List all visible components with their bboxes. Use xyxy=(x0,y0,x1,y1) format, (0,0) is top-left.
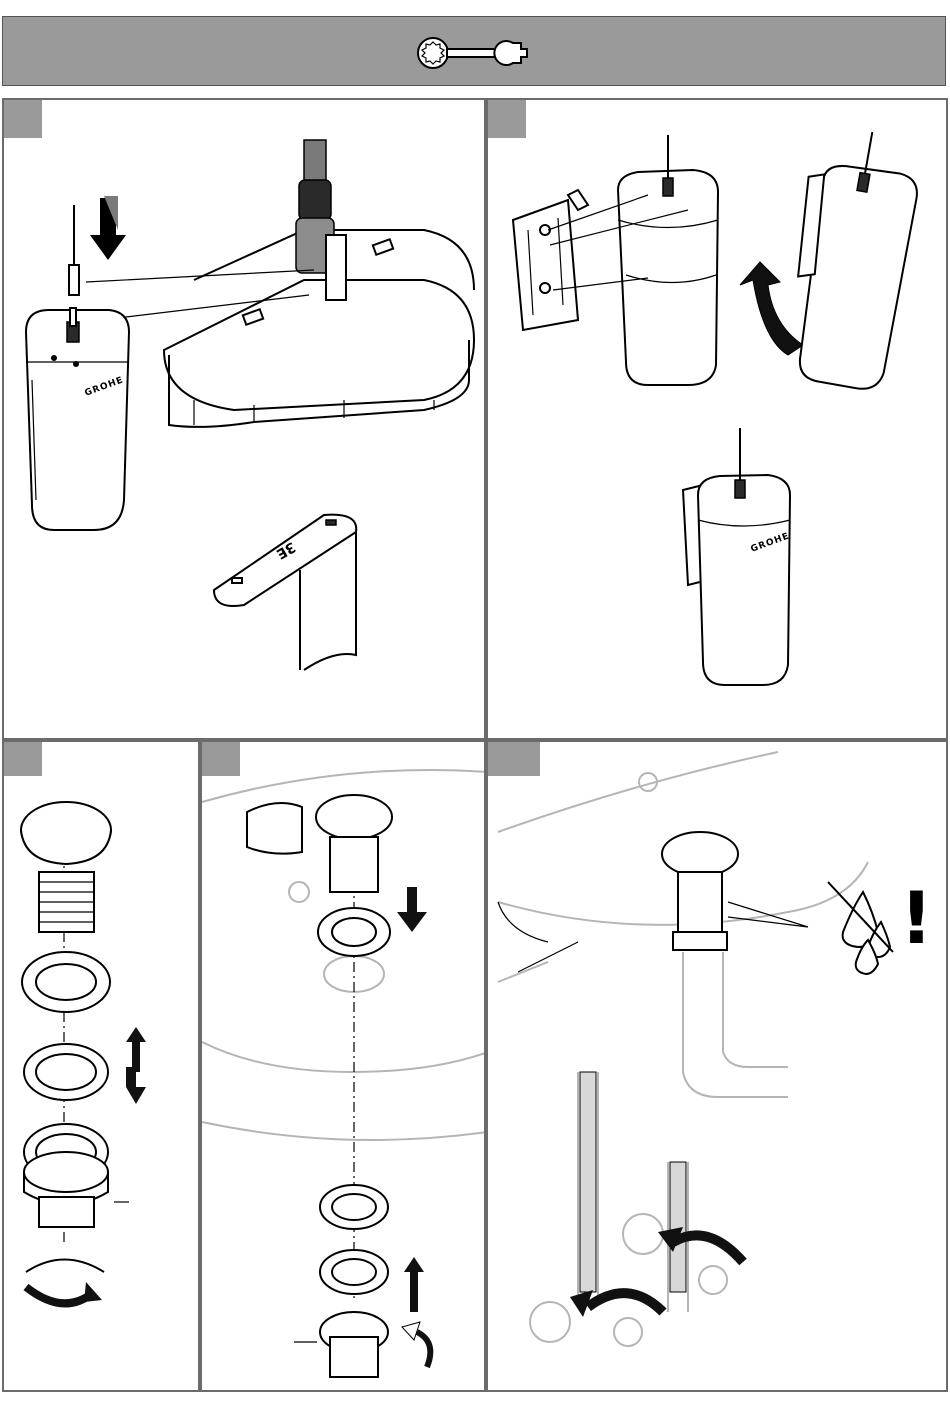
control-box xyxy=(26,310,129,530)
rotate-arrow-icon xyxy=(740,262,803,355)
up-arrow-icon xyxy=(126,1027,146,1072)
basin-outline xyxy=(164,280,474,410)
up-arrow-icon xyxy=(404,1257,424,1312)
step-panel-1: GROHE 3E xyxy=(2,98,486,740)
header-bar xyxy=(2,16,946,86)
control-box-mounted xyxy=(698,475,790,685)
wrench-icon xyxy=(413,33,543,73)
warning-mark: ! xyxy=(900,882,933,954)
step-panel-5: ! xyxy=(486,740,948,1392)
step-panel-4 xyxy=(200,740,486,1392)
step-panel-3 xyxy=(2,740,200,1392)
wall-bracket xyxy=(513,190,588,330)
down-arrow-icon xyxy=(90,196,126,260)
spout xyxy=(214,515,356,606)
rotate-arrow-icon xyxy=(26,1260,104,1304)
rotate-arrow-icon xyxy=(402,1322,430,1367)
step-panel-2: GROHE xyxy=(486,98,948,740)
down-arrow-icon xyxy=(397,887,427,932)
down-arrow-icon xyxy=(126,1067,146,1104)
